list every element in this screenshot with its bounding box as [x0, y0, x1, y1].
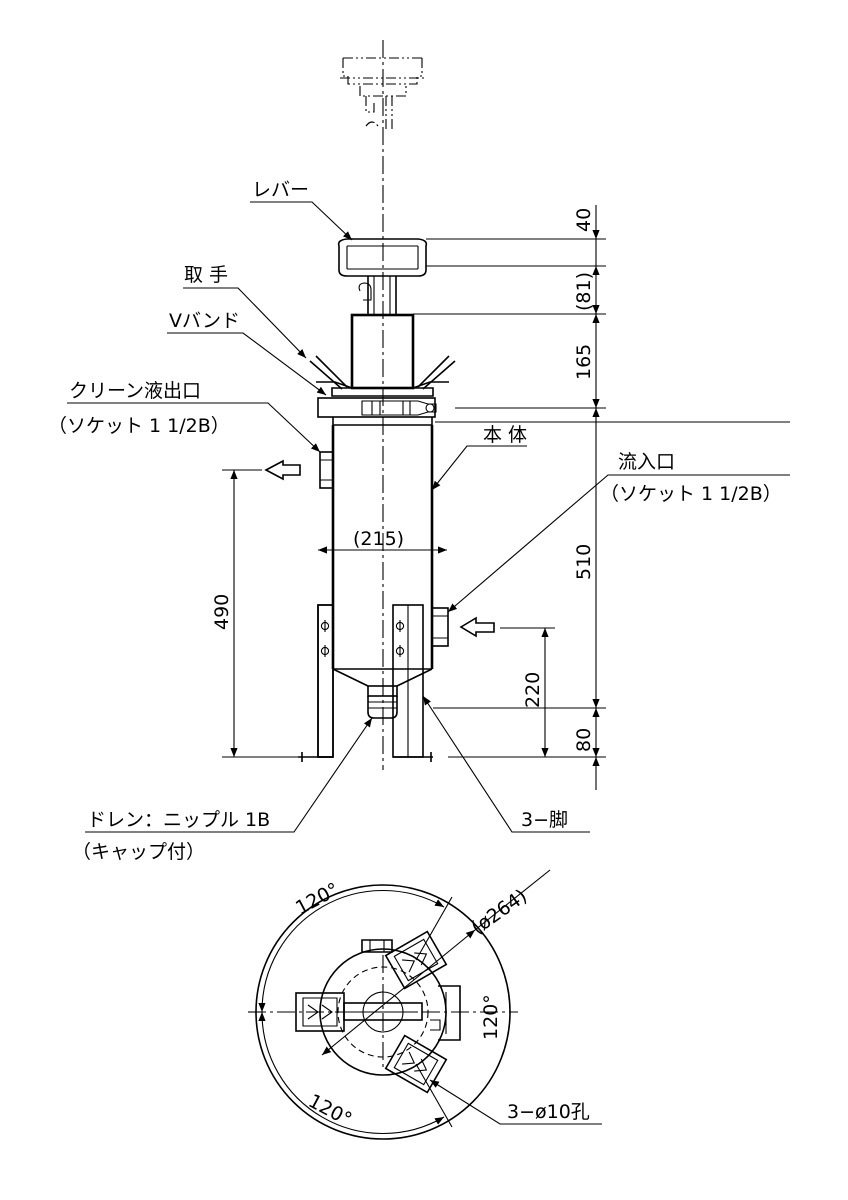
vband-label: Vバンド: [169, 310, 240, 332]
inlet-socket-label: （ソケット 1 1/2B）: [600, 483, 782, 505]
phantom-lever: [340, 57, 425, 130]
holes-label: 3−ø10孔: [507, 1101, 590, 1123]
drain-label: ドレン：ニップル 1B: [87, 809, 270, 831]
hole-leader: [429, 1079, 602, 1125]
legs: [298, 604, 433, 762]
lever-label: レバー: [252, 179, 309, 201]
drain-cap-label: （キャップ付）: [72, 841, 205, 863]
legs-label: 3−脚: [521, 809, 568, 831]
outlet-height-dimension: [222, 469, 298, 758]
inlet-height-dimension: [500, 627, 555, 757]
lever: [337, 238, 428, 314]
plan-handle-tab: [361, 939, 393, 953]
clean-outlet-socket-label: （ソケット 1 1/2B）: [48, 415, 230, 437]
dim-490: 490: [211, 594, 233, 630]
angle-top-label: 120°: [292, 879, 343, 920]
dim-215: (215): [353, 528, 404, 550]
angle-ext-lower: [415, 1063, 453, 1128]
dim-80: 80: [573, 728, 595, 752]
dim-81: (81): [573, 272, 595, 311]
plan-view: 120° 120° 120° (ø264) 3−ø10孔: [248, 869, 602, 1140]
dim-510: 510: [573, 544, 595, 580]
angle-bottom-label: 120°: [305, 1090, 356, 1131]
diameter-264-label: (ø264): [467, 885, 531, 939]
upper-assembly: [309, 313, 456, 426]
handle-label: 取 手: [184, 264, 228, 286]
clean-outlet-label: クリーン液出口: [69, 380, 201, 402]
inlet-label: 流入口: [618, 451, 675, 473]
plan-inlet-socket: [438, 985, 461, 1041]
outlet-flow-arrow: [264, 459, 301, 481]
right-dimension-chain: [413, 205, 790, 790]
dim-40: 40: [573, 208, 595, 232]
plan-diameter-leader-ext: [474, 869, 551, 931]
inlet-flow-arrow: [459, 616, 495, 638]
angle-arc-top: [258, 889, 445, 1013]
leader-lines: [67, 201, 790, 833]
body-label: 本 体: [483, 424, 527, 446]
dim-220: 220: [522, 672, 544, 708]
angle-arc-bottom: [258, 1011, 445, 1135]
dim-165: 165: [573, 344, 595, 380]
main-body: [319, 425, 449, 719]
angle-ext-upper: [415, 896, 453, 961]
side-elevation: レバー 取 手 Vバンド クリーン液出口 （ソケット 1 1/2B） 本 体 流…: [48, 40, 790, 863]
angle-right-label: 120°: [480, 994, 502, 1040]
